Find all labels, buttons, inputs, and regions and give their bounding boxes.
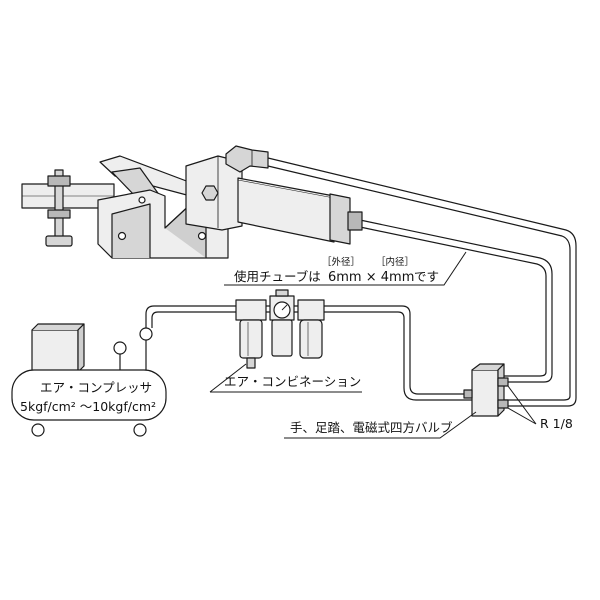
cylinder-rear-cap xyxy=(329,193,351,245)
tube-suffix-label: です xyxy=(414,269,439,284)
filter-head xyxy=(235,299,267,321)
lubricator-bowl xyxy=(299,319,323,359)
valve-body xyxy=(471,369,499,417)
compressor-regulator-icon xyxy=(139,327,153,341)
compressor-wheel-icon xyxy=(31,423,45,437)
clamp-pin-icon xyxy=(138,196,146,204)
pressure-range-label: 5kgf/cm² ～10kgf/cm² xyxy=(20,399,156,414)
clamp-pad xyxy=(45,235,73,247)
clamp-pin-icon xyxy=(197,231,207,241)
valve-port-inlet xyxy=(463,389,473,399)
leader-tube-spec xyxy=(224,251,467,286)
cylinder-top-fitting xyxy=(225,145,269,173)
compressor-gauge-icon xyxy=(113,341,127,355)
valve-port-upper xyxy=(497,377,509,387)
port-size-label: R 1/8 xyxy=(540,416,573,431)
tubing xyxy=(145,157,577,407)
compressor-tank xyxy=(11,369,167,421)
cylinder-tube xyxy=(237,177,335,243)
lubricator-head xyxy=(297,299,325,321)
air-combination-label: エア・コンビネーション xyxy=(224,374,361,389)
outer-diameter-label: ［外径］ xyxy=(322,256,360,268)
tube-spec-label: 6mm × 4mm xyxy=(328,270,414,285)
cylinder-rear-fitting xyxy=(347,211,363,231)
inner-diameter-label: ［内径］ xyxy=(376,256,414,268)
tube-to-cylinder-top-inner xyxy=(267,165,571,401)
tube-to-cylinder-rear-inner xyxy=(359,226,547,377)
compressor-motor xyxy=(31,329,79,373)
valve-port-lower xyxy=(497,399,509,409)
hex-nut-icon xyxy=(201,185,219,201)
leader-lines xyxy=(209,251,537,439)
tube-prefix-label: 使用チューブは xyxy=(234,269,321,284)
tube-to-cylinder-top xyxy=(267,157,577,407)
clamp-pin-icon xyxy=(117,231,127,241)
compressor-wheel-icon xyxy=(133,423,147,437)
tube-supply-line xyxy=(145,305,472,395)
leader-air-combination xyxy=(209,363,362,393)
valve-label: 手、足踏、電磁式四方バルブ xyxy=(290,420,453,435)
tube-supply-line-inner xyxy=(151,311,472,401)
air-compressor-label: エア・コンプレッサ xyxy=(40,380,152,395)
four-way-valve xyxy=(463,363,509,417)
tube-to-cylinder-rear xyxy=(359,219,553,383)
leader-valve xyxy=(284,411,477,439)
leader-port-size xyxy=(507,385,537,425)
filter-bowl xyxy=(239,319,263,359)
air-combination-unit xyxy=(235,289,325,369)
air-cylinder xyxy=(185,145,363,245)
air-compressor xyxy=(11,323,167,437)
